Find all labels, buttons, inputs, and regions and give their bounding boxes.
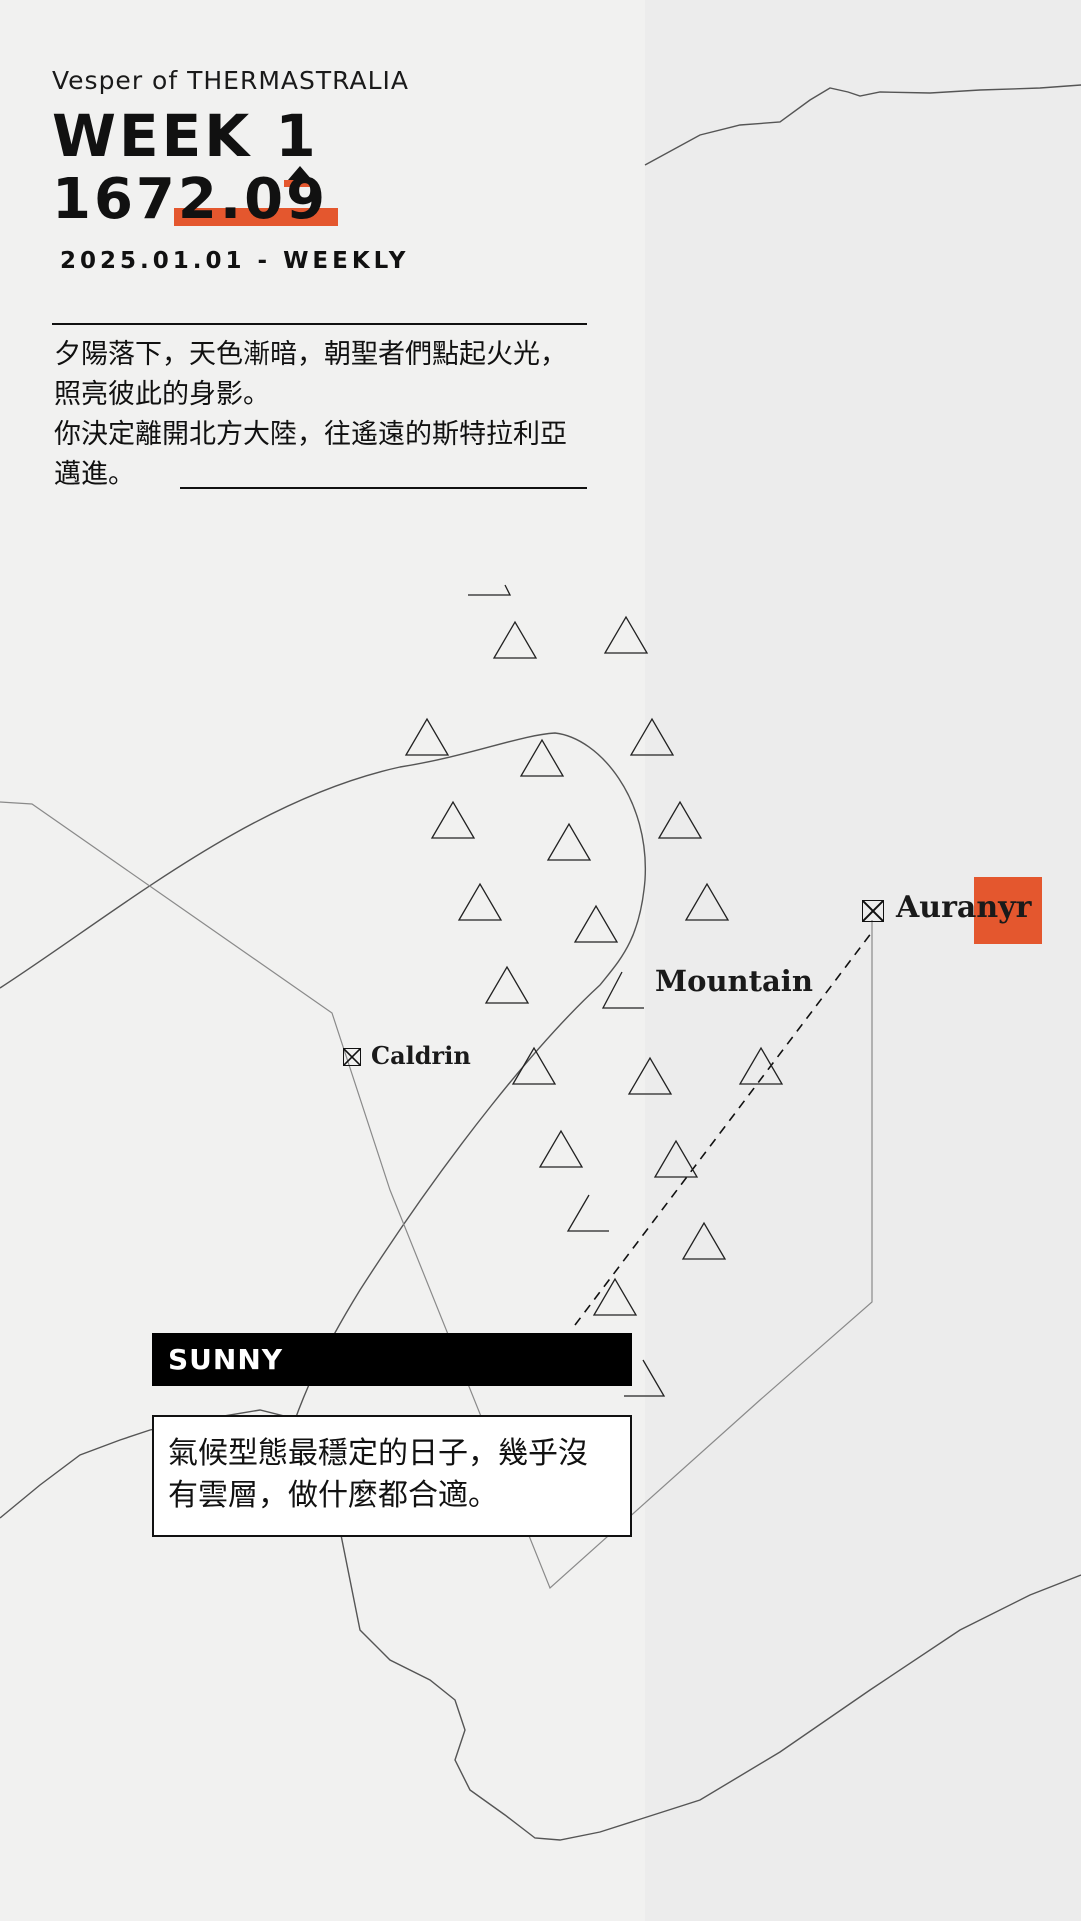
- mountain-icon: [457, 882, 503, 921]
- mountain-icon: [546, 822, 592, 861]
- campaign-subtitle: Vesper of THERMASTRALIA: [52, 66, 409, 95]
- paper-panel-left: [0, 0, 645, 1921]
- weather-label: SUNNY: [152, 1333, 632, 1386]
- mountain-icon: [681, 1221, 727, 1260]
- place-label-mountain[interactable]: Mountain: [655, 964, 813, 998]
- mountain-icon: [657, 800, 703, 839]
- mountain-icon: [538, 1129, 584, 1168]
- mountain-icon: [430, 800, 476, 839]
- mountain-icon: [573, 904, 619, 943]
- value-accent-bar-top: [284, 180, 312, 187]
- paper-panel-right: [645, 0, 1081, 1921]
- weekly-value: 1672.09: [52, 167, 329, 232]
- road-west: [0, 801, 873, 1590]
- boxed-x-icon: [862, 900, 884, 922]
- mountain-icon: [738, 1046, 784, 1085]
- mountain-icon: [624, 1359, 666, 1397]
- week-title: WEEK 1: [52, 102, 319, 170]
- place-label-caldrin[interactable]: Caldrin: [371, 1041, 471, 1070]
- boxed-x-icon: [343, 1048, 361, 1066]
- mountain-icon: [404, 717, 450, 756]
- route-dashed: [574, 931, 873, 1326]
- mountain-icon: [601, 971, 644, 1009]
- mountain-icon: [653, 1139, 699, 1178]
- place-label-auranyr[interactable]: Auranyr: [896, 890, 1032, 925]
- divider-bottom: [180, 487, 587, 489]
- mountain-icon: [484, 965, 530, 1004]
- date-range: 2025.01.01 - WEEKLY: [60, 248, 410, 274]
- story-paragraph-2: 你決定離開北方大陸，往遙遠的斯特拉利亞邁進。: [54, 419, 567, 490]
- triangle-up-icon: [288, 166, 312, 180]
- mountain-icon: [519, 738, 565, 777]
- value-block: 1672.09: [52, 167, 338, 232]
- story-text: 夕陽落下，天色漸暗，朝聖者們點起火光，照亮彼此的身影。 你決定離開北方大陸，往遙…: [54, 335, 589, 495]
- mountain-icon: [511, 1046, 557, 1085]
- mountain-icon: [603, 615, 649, 654]
- weather-description: 氣候型態最穩定的日子，幾乎沒有雲層，做什麼都合適。: [152, 1415, 632, 1537]
- mountain-icon: [566, 1194, 609, 1232]
- mountain-icon: [629, 717, 675, 756]
- coastline-top: [644, 84, 1081, 166]
- destination-highlight: [974, 877, 1042, 944]
- mountain-icon: [492, 620, 538, 659]
- story-paragraph-1: 夕陽落下，天色漸暗，朝聖者們點起火光，照亮彼此的身影。: [54, 339, 567, 410]
- mountain-icon: [592, 1277, 638, 1316]
- mountain-icon: [684, 882, 730, 921]
- mountain-icon: [627, 1056, 673, 1095]
- mountain-icon: [468, 584, 512, 596]
- river: [0, 732, 646, 1451]
- value-accent-bar: [174, 208, 338, 226]
- divider-top: [52, 323, 587, 325]
